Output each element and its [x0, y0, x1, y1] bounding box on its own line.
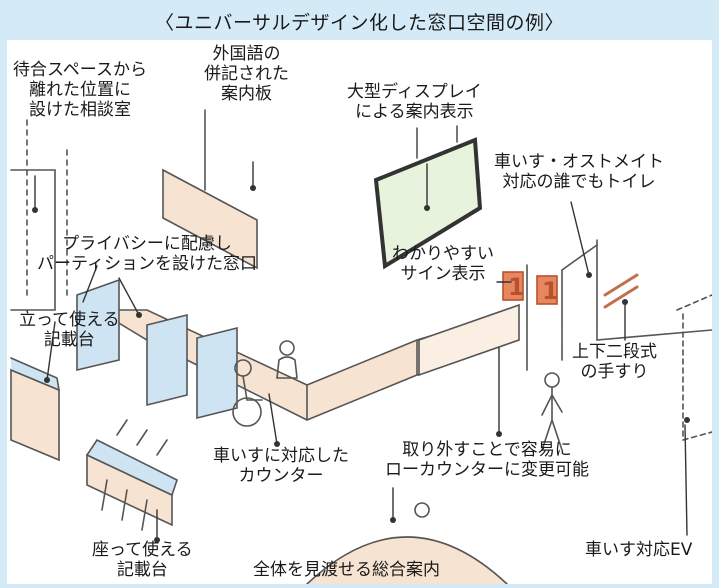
partition-2 — [146, 313, 188, 407]
low-counter-module — [418, 303, 520, 377]
sign-number-2: 1 — [542, 277, 559, 305]
elevator-doorway — [676, 294, 712, 441]
sign-board-1 — [502, 271, 524, 301]
partition-3 — [196, 326, 238, 420]
info-desk — [306, 536, 508, 584]
handrail — [603, 273, 639, 309]
label-handrail: 上下二段式 の手すり — [572, 342, 657, 382]
label-wheelchair-counter: 車いすに対応した カウンター — [213, 446, 349, 486]
multilingual-sign-board — [162, 168, 258, 270]
label-elevator: 車いす対応EV — [585, 540, 693, 560]
label-info-desk: 全体を見渡せる総合案内 — [253, 560, 440, 580]
label-low-counter: 取り外すことで容易に ローカウンターに変更可能 — [385, 440, 589, 480]
label-standing-desk: 立って使える 記載台 — [19, 310, 120, 350]
leader-dots — [32, 185, 690, 543]
label-privacy-partition: プライバシーに配慮し パーティションを設けた窓口 — [37, 234, 257, 274]
label-large-display: 大型ディスプレイ による案内表示 — [347, 82, 482, 122]
page-title: 〈ユニバーサルデザイン化した窓口空間の例〉 — [154, 12, 565, 34]
sign-board-2 — [536, 275, 558, 305]
illustration-panel: 1 1 待合スペースから 離れた位置に 設けた相談室 外国語の 併記された 案内… — [7, 40, 712, 584]
sign-number-1: 1 — [508, 273, 525, 301]
label-signage: わかりやすい サイン表示 — [392, 244, 494, 284]
office-scene-illustration: 1 1 — [10, 109, 712, 584]
label-accessible-toilet: 車いす・オストメイト 対応の誰でもトイレ — [494, 152, 664, 192]
label-multilingual-sign: 外国語の 併記された 案内板 — [204, 44, 289, 104]
label-seated-desk: 座って使える 記載台 — [92, 540, 193, 580]
consult-room-wall — [10, 169, 56, 311]
partition-1 — [76, 278, 120, 372]
label-consult-room: 待合スペースから 離れた位置に 設けた相談室 — [13, 60, 147, 120]
large-display — [373, 137, 483, 270]
